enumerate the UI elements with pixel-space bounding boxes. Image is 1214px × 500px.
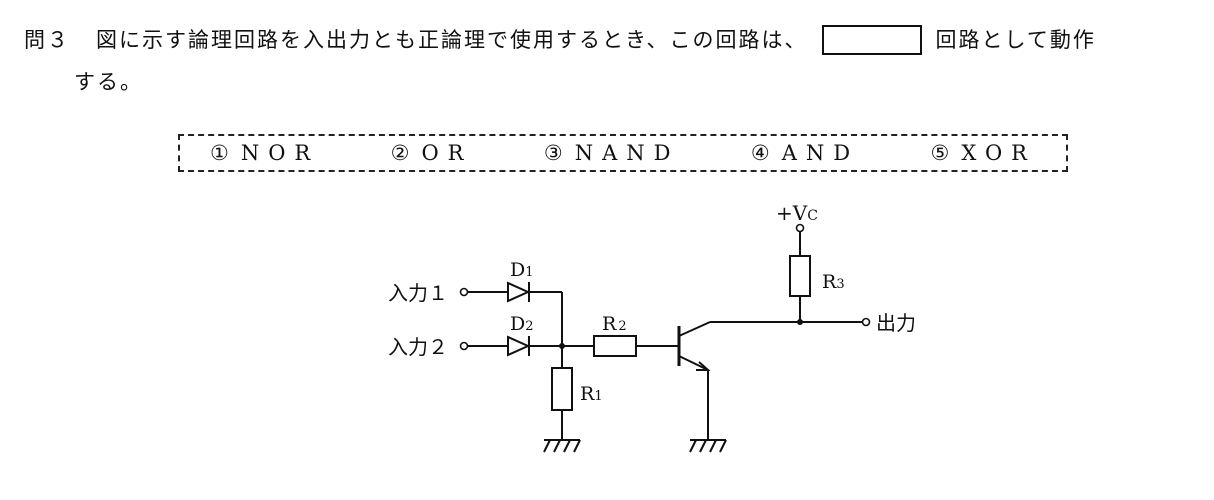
junction-dot-r1 xyxy=(559,343,565,349)
vcc-label: +VC xyxy=(776,201,818,225)
input2-terminal xyxy=(459,341,469,351)
question-text-after: 回路として動作 xyxy=(935,28,1096,52)
question-number: 問３ xyxy=(24,28,70,52)
question-text-before: 図に示す論理回路を入出力とも正論理で使用するとき、この回路は、 xyxy=(96,28,808,52)
input1-terminal xyxy=(459,287,469,297)
resistor-r1 xyxy=(551,367,573,411)
output-terminal xyxy=(861,317,871,327)
transistor-emitter xyxy=(678,355,709,371)
input2-label: 入力２ xyxy=(388,335,448,359)
transistor-collector xyxy=(678,321,711,337)
diode-d2-symbol xyxy=(507,335,531,357)
d1-label: D1 xyxy=(510,259,534,281)
output-label: 出力 xyxy=(876,311,916,335)
question-text-line1: 問３ 図に示す論理回路を入出力とも正論理で使用するとき、この回路は、 回路として動作 xyxy=(24,20,1096,60)
junction-dot-output xyxy=(797,319,803,325)
r1-label: R1 xyxy=(580,383,603,405)
input1-label: 入力１ xyxy=(388,281,448,305)
diode-d1-symbol xyxy=(507,281,531,303)
vcc-terminal xyxy=(795,223,805,233)
resistor-r2 xyxy=(593,335,637,357)
answer-blank-box[interactable] xyxy=(821,24,922,55)
d2-label: D2 xyxy=(510,313,534,335)
r3-label: R3 xyxy=(822,271,845,293)
resistor-r3 xyxy=(789,255,811,297)
question-text-line2: する。 xyxy=(74,70,143,94)
